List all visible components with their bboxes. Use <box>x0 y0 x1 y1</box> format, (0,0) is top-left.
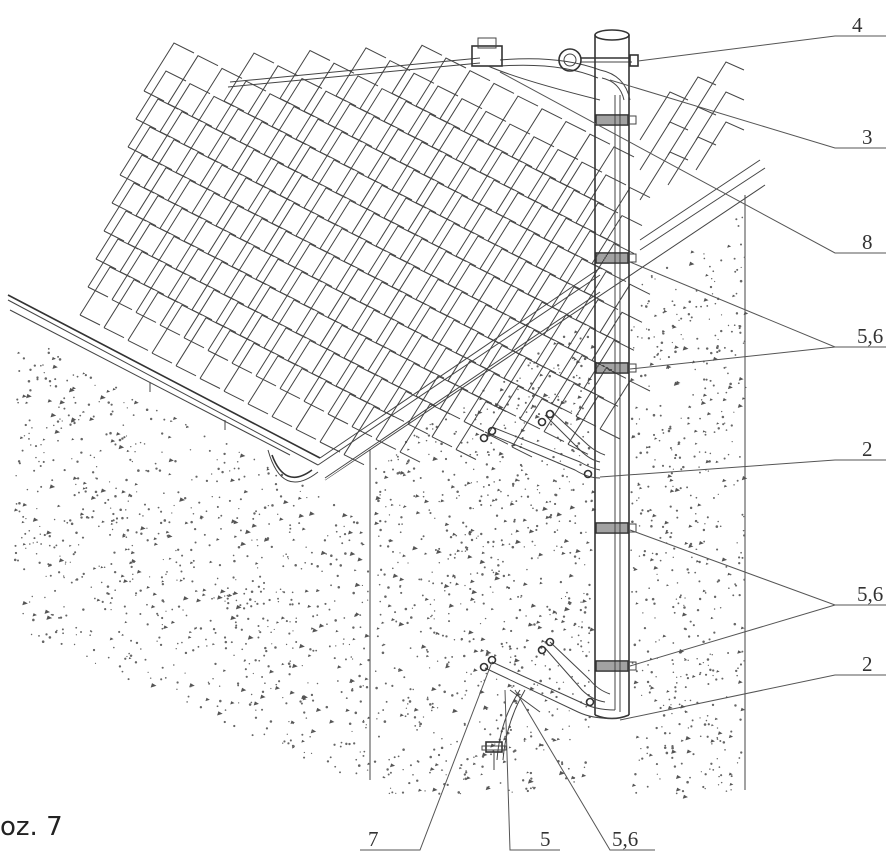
vertical-pipe <box>594 29 637 720</box>
callout-8: 8 <box>862 230 873 254</box>
wall-hook <box>558 48 639 72</box>
upper-branch <box>479 409 606 479</box>
callout-2-lower: 2 <box>862 652 873 676</box>
roof-shingles <box>79 42 745 466</box>
callout-5-6-bottom: 5,6 <box>612 827 638 851</box>
callout-2-upper: 2 <box>862 437 873 461</box>
callouts: 4 3 8 5,6 2 5,6 2 7 5 5,6 <box>368 13 883 851</box>
callout-5-6-middle: 5,6 <box>857 582 883 606</box>
callout-5: 5 <box>540 827 551 851</box>
callout-5-6-upper: 5,6 <box>857 324 883 348</box>
overhead-cable <box>227 37 601 101</box>
leader-lines <box>360 35 886 851</box>
callout-4: 4 <box>852 13 863 37</box>
wall-left <box>10 300 375 800</box>
callout-7: 7 <box>368 827 379 851</box>
figure-caption: oz. 7 <box>0 812 63 842</box>
lower-branch <box>479 637 621 770</box>
callout-3: 3 <box>862 125 873 149</box>
plaster-texture <box>13 216 749 799</box>
roof <box>7 42 766 483</box>
